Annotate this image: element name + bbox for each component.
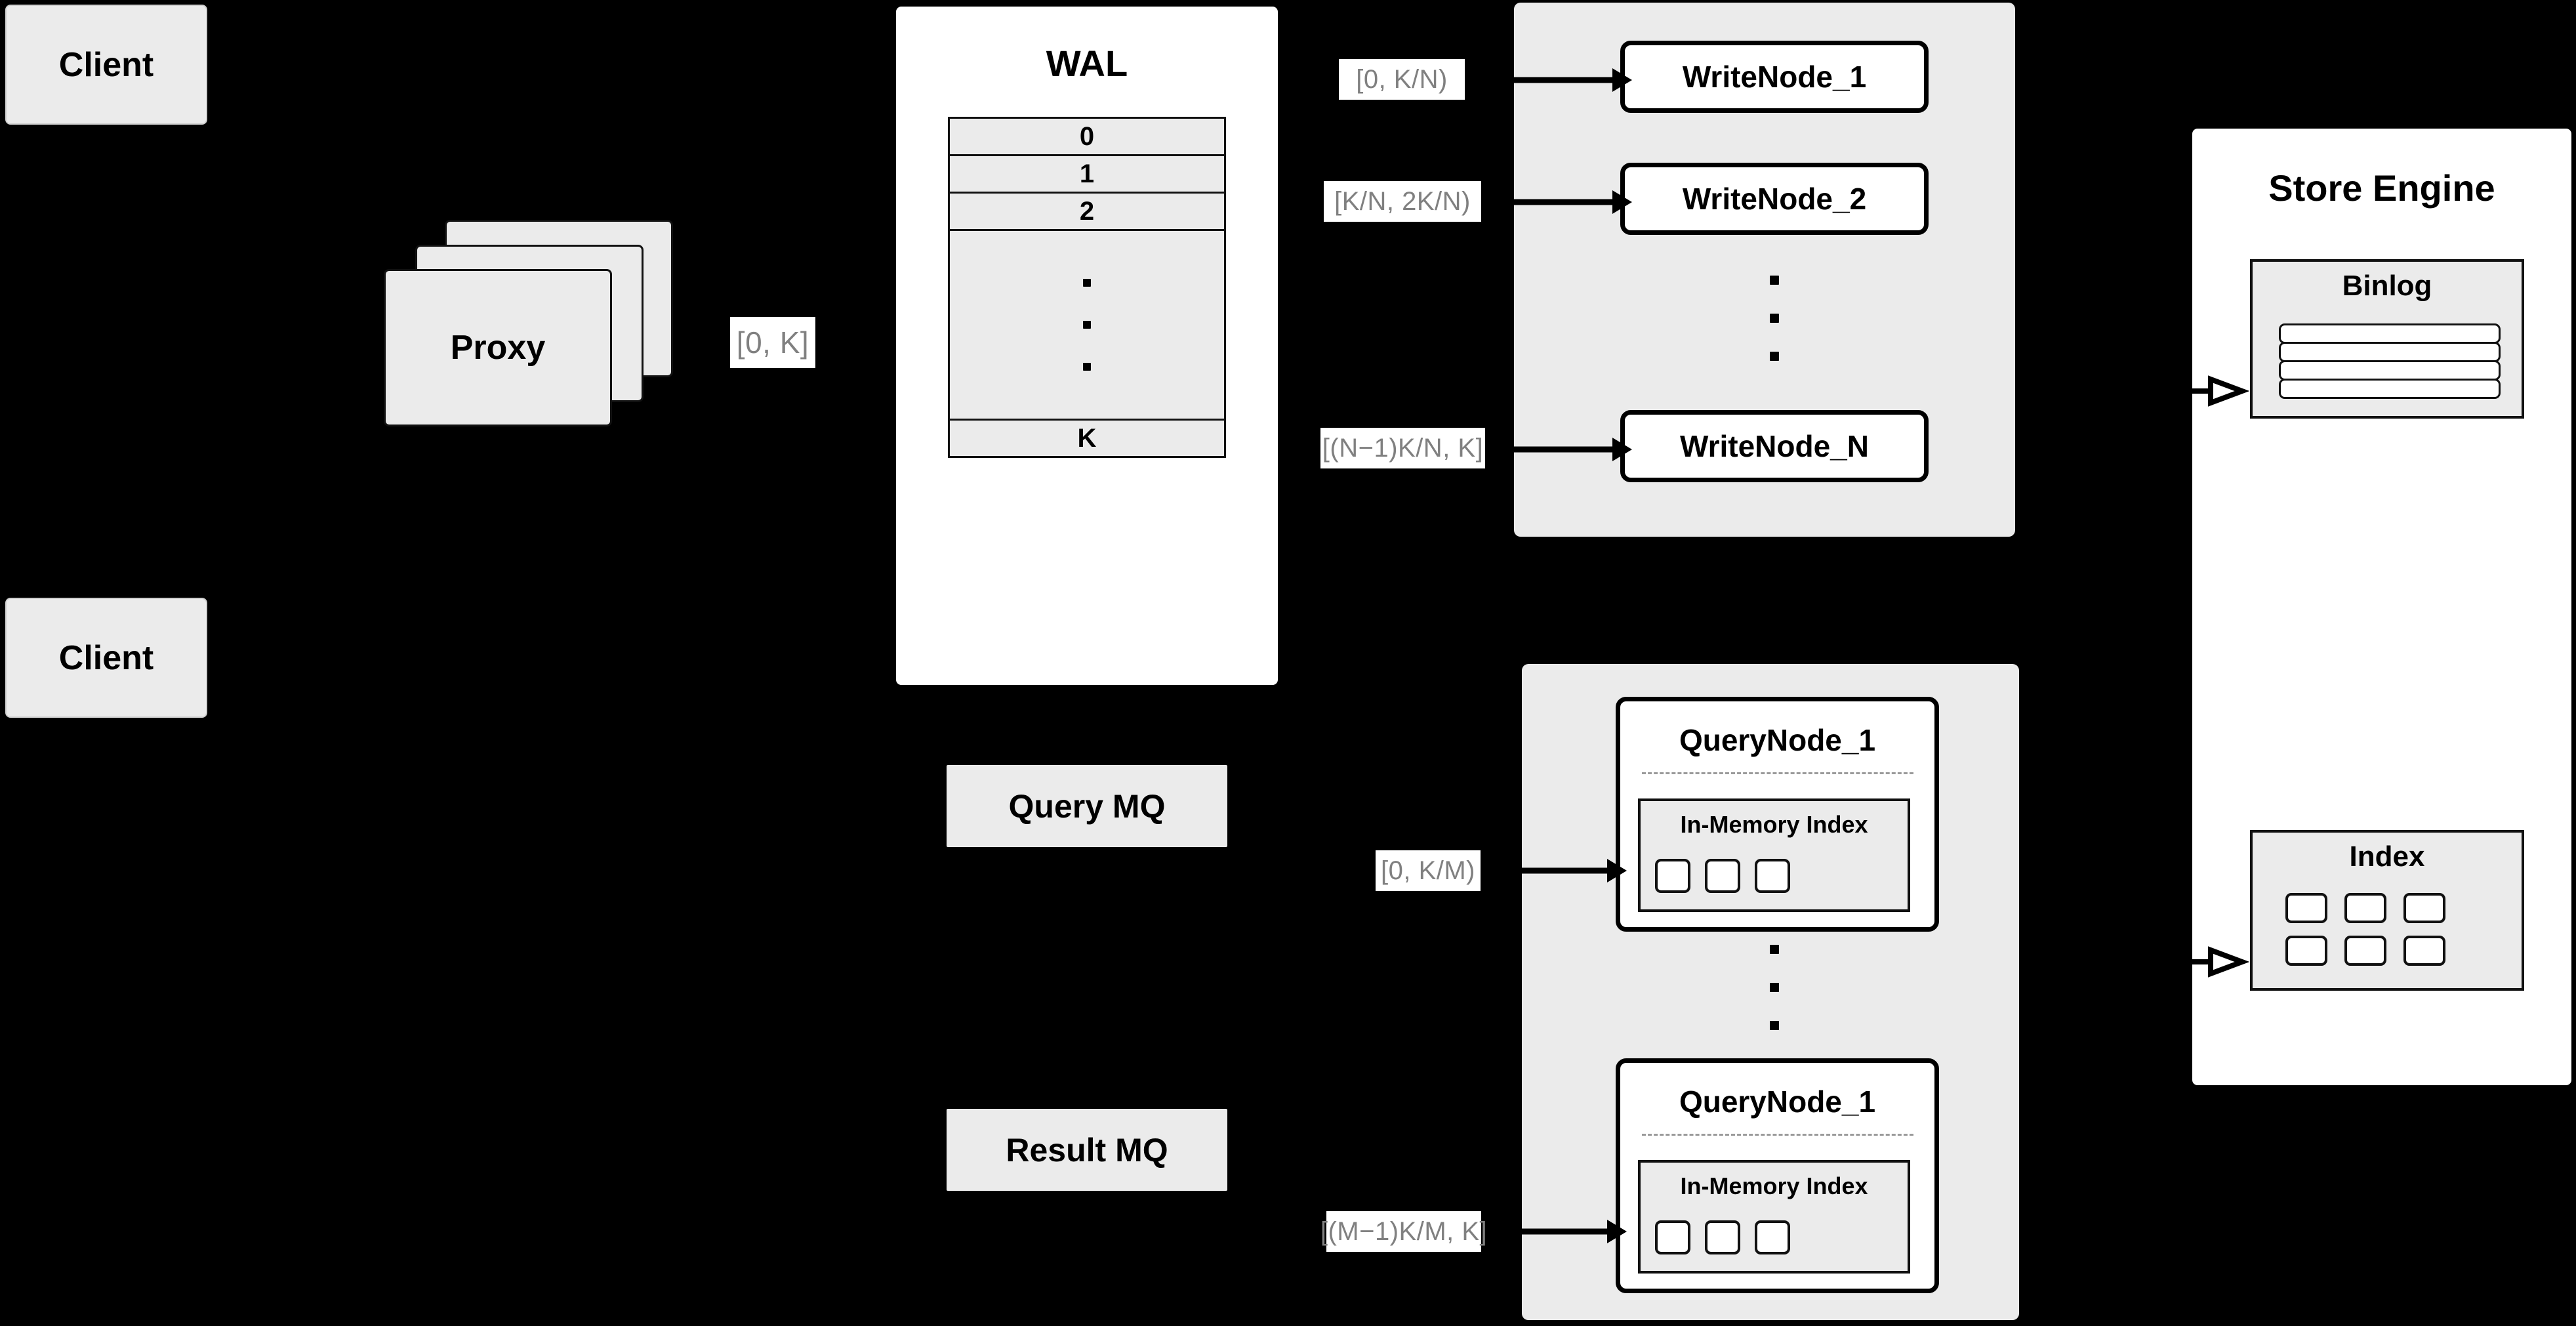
store-engine-panel: Store Engine Binlog Index	[2188, 125, 2575, 1089]
arrow-to-binlog	[2165, 375, 2250, 407]
arrow-to-index	[2165, 946, 2250, 978]
binlog-bar	[2279, 323, 2501, 344]
index-chip	[2285, 893, 2327, 923]
query-node-2[interactable]: QueryNode_1 In-Memory Index	[1616, 1058, 1939, 1293]
write-node-1-label: WriteNode_1	[1682, 60, 1867, 94]
wal-row-label: 1	[1079, 159, 1095, 188]
in-memory-index-title-1: In-Memory Index	[1680, 811, 1868, 838]
index-chip	[2403, 936, 2445, 966]
binlog-bar	[2279, 379, 2501, 399]
index-chip	[1755, 859, 1790, 893]
result-mq-node[interactable]: Result MQ	[947, 1109, 1227, 1191]
in-memory-index-chip-row-2	[1655, 1220, 1899, 1254]
wal-row: K	[948, 419, 1226, 458]
query-node-1-separator	[1641, 772, 1913, 774]
range-label-write-node-1: [0, K/N)	[1339, 59, 1465, 100]
index-chip	[1655, 1220, 1690, 1254]
range-label-query-node-1-text: [0, K/M)	[1380, 856, 1476, 885]
query-node-1[interactable]: QueryNode_1 In-Memory Index	[1616, 697, 1939, 932]
range-label-query-node-1: [0, K/M)	[1376, 850, 1481, 891]
in-memory-index-title-2: In-Memory Index	[1680, 1172, 1868, 1199]
index-chip-grid	[2285, 893, 2495, 966]
write-node-2-label: WriteNode_2	[1682, 182, 1867, 216]
store-engine-title: Store Engine	[2268, 167, 2495, 209]
in-memory-index-chip-row-1	[1655, 859, 1899, 893]
proxy-node-label: Proxy	[450, 329, 546, 367]
binlog-title: Binlog	[2342, 270, 2432, 302]
index-chip	[2403, 893, 2445, 923]
range-label-query-node-2: [(M−1)K/M, K]	[1320, 1211, 1487, 1252]
client-node-2[interactable]: Client	[5, 598, 207, 718]
index-chip	[2344, 893, 2386, 923]
wal-row-label: 2	[1079, 196, 1095, 226]
range-label-write-node-2: [K/N, 2K/N)	[1324, 181, 1481, 222]
write-node-n[interactable]: WriteNode_N	[1620, 410, 1929, 482]
client-node-1[interactable]: Client	[5, 5, 207, 125]
arrow-to-query-node-1	[1522, 859, 1627, 882]
binlog-bar-list	[2279, 323, 2501, 399]
write-cluster-ellipsis-icon	[1767, 276, 1782, 361]
range-label-write-node-2-text: [K/N, 2K/N)	[1334, 186, 1471, 216]
arrow-to-write-node-n	[1514, 438, 1632, 461]
wal-row: 0	[948, 117, 1226, 156]
binlog-bar	[2279, 360, 2501, 381]
wal-title: WAL	[1046, 43, 1128, 84]
range-label-query-node-2-text: [(M−1)K/M, K]	[1320, 1216, 1488, 1246]
index-chip	[1755, 1220, 1790, 1254]
wal-row: 1	[948, 154, 1226, 194]
query-mq-label: Query MQ	[1008, 787, 1166, 825]
wal-row-label: 0	[1079, 121, 1095, 151]
index-title: Index	[2349, 840, 2425, 873]
index-chip	[1705, 1220, 1740, 1254]
query-node-2-label: QueryNode_1	[1679, 1085, 1876, 1119]
client-node-2-label: Client	[58, 638, 154, 677]
query-mq-node[interactable]: Query MQ	[947, 765, 1227, 847]
vertical-ellipsis-icon	[1083, 279, 1091, 371]
query-node-1-label: QueryNode_1	[1679, 723, 1876, 757]
binlog-bar	[2279, 342, 2501, 362]
wal-row-label: K	[1077, 423, 1097, 453]
binlog-panel: Binlog	[2250, 259, 2524, 419]
proxy-node[interactable]: Proxy	[384, 269, 612, 426]
wal-row-list: 0 1 2 K	[948, 117, 1226, 635]
index-chip	[2285, 936, 2327, 966]
range-label-write-node-n: [(N−1)K/N, K]	[1320, 428, 1485, 468]
wal-panel: WAL 0 1 2 K	[892, 3, 1282, 689]
index-panel: Index	[2250, 830, 2524, 991]
query-cluster-ellipsis-icon	[1767, 945, 1782, 1030]
wal-row: 2	[948, 192, 1226, 231]
range-label-proxy-wal: [0, K]	[730, 317, 815, 368]
wal-row-ellipsis	[948, 229, 1226, 421]
range-label-write-node-1-text: [0, K/N)	[1356, 64, 1448, 94]
in-memory-index-panel-2: In-Memory Index	[1638, 1160, 1910, 1274]
write-node-1[interactable]: WriteNode_1	[1620, 41, 1929, 113]
index-chip	[1655, 859, 1690, 893]
write-node-n-label: WriteNode_N	[1680, 429, 1869, 463]
range-label-proxy-wal-text: [0, K]	[736, 325, 809, 360]
index-chip	[2344, 936, 2386, 966]
in-memory-index-panel-1: In-Memory Index	[1638, 798, 1910, 912]
query-node-2-separator	[1641, 1134, 1913, 1136]
arrow-to-query-node-2	[1522, 1220, 1627, 1243]
result-mq-label: Result MQ	[1006, 1131, 1168, 1169]
arrow-to-write-node-1	[1514, 68, 1632, 92]
arrow-to-write-node-2	[1514, 190, 1632, 214]
range-label-write-node-n-text: [(N−1)K/N, K]	[1322, 433, 1484, 463]
index-chip	[1705, 859, 1740, 893]
write-node-2[interactable]: WriteNode_2	[1620, 163, 1929, 235]
client-node-1-label: Client	[58, 45, 154, 84]
